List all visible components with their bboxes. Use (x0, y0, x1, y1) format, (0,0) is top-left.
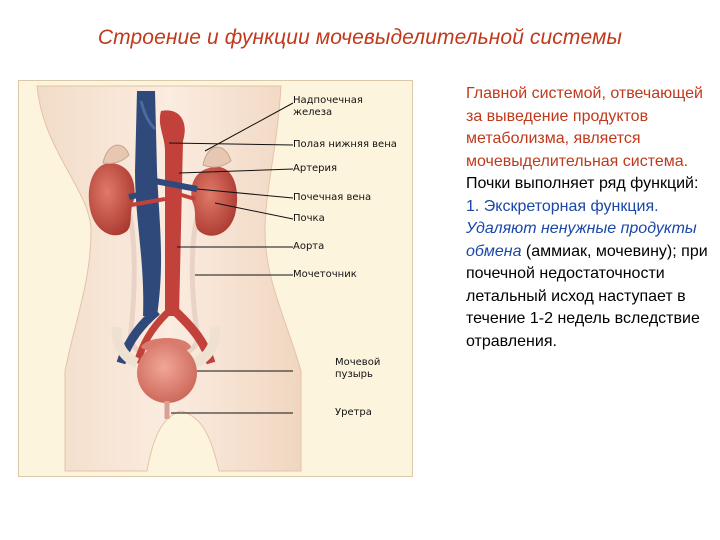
adrenal-left (102, 144, 130, 164)
function-item-1-heading: 1. Экскреторная функция. (466, 197, 659, 215)
aorta (159, 110, 185, 316)
function-item-1: 1. Экскреторная функция. Удаляют ненужны… (466, 196, 711, 354)
function-item-1-italic: Удаляют ненужные продукты обмена (466, 220, 697, 260)
page-title: Строение и функции мочевыделительной сис… (97, 26, 623, 49)
functions-lead: Почки выполняет ряд функций: (466, 175, 699, 192)
renal-artery-left (130, 197, 166, 207)
intro-paragraph: Главной системой, отвечающей за выведени… (466, 85, 703, 170)
left-ureter (124, 198, 146, 356)
right-ureter (182, 198, 204, 356)
label-adrenal-line2: железа (293, 107, 333, 118)
description-text: Главной системой, отвечающей за выведени… (466, 83, 711, 353)
urinary-system-illustration: Надпочечная железа Полая нижняя вена Арт… (18, 80, 413, 477)
label-kidney: Почка (293, 213, 325, 224)
anatomy-drawing (36, 85, 302, 472)
left-kidney (88, 163, 135, 236)
adrenal-right (202, 146, 232, 168)
renal-artery-right (174, 191, 196, 201)
iliac-left-art (133, 310, 170, 365)
right-kidney (191, 166, 238, 236)
pelvis-right (192, 326, 221, 368)
bladder (137, 343, 197, 403)
label-adrenal-line1: Надпочечная (293, 95, 363, 106)
label-renal-vein: Почечная вена (293, 192, 372, 203)
label-bladder-line1: Мочевой (335, 357, 381, 368)
label-vena-cava: Полая нижняя вена (293, 139, 397, 150)
label-urethra: Уретра (335, 407, 372, 418)
label-bladder: Мочевой пузырь (335, 357, 380, 381)
label-aorta: Аорта (293, 241, 325, 252)
renal-vein-left (128, 190, 148, 200)
function-item-1-rest: (аммиак, мочевину); при почечной недоста… (466, 242, 708, 350)
renal-vein-right (154, 178, 198, 192)
label-artery: Артерия (293, 163, 338, 174)
label-bladder-line2: пузырь (335, 369, 373, 380)
label-ureter: Мочеточник (293, 269, 357, 280)
leader-lines (168, 102, 294, 414)
pelvis-left (111, 326, 140, 368)
label-adrenal: Надпочечная железа (293, 95, 363, 119)
vena-cava-top (139, 100, 157, 131)
